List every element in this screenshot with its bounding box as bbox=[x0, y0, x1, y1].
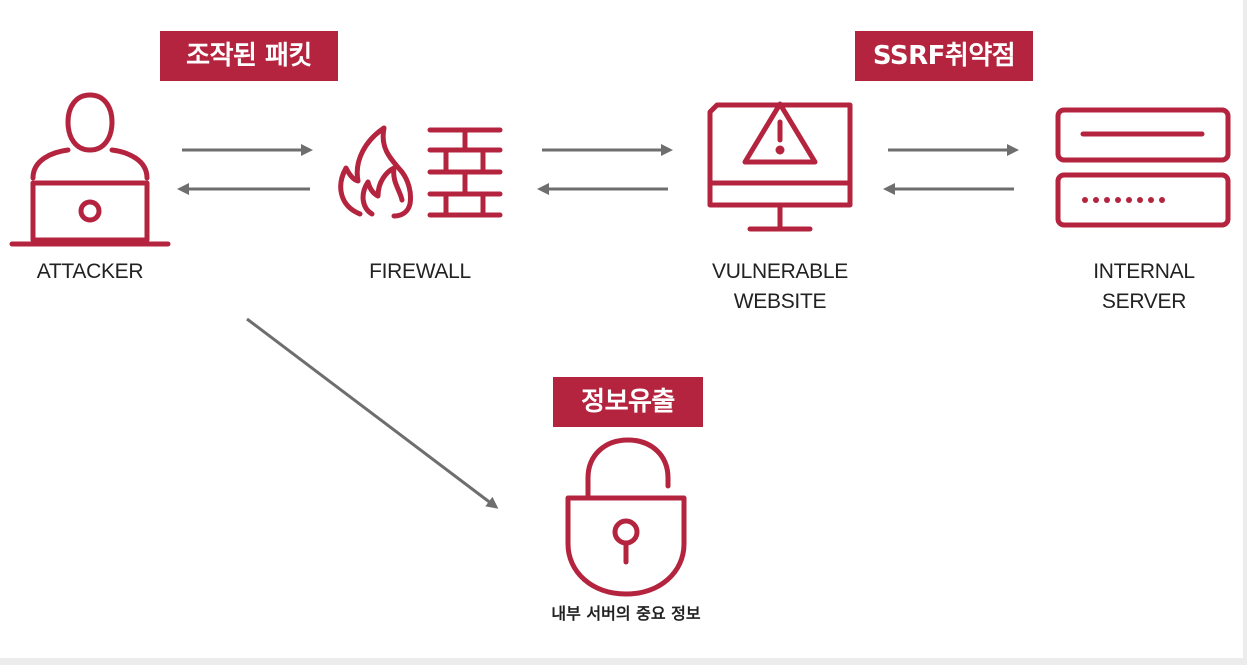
badge-data-leak: 정보유출 bbox=[553, 377, 703, 427]
arrow-attacker-to-data bbox=[246, 317, 499, 509]
warning-monitor-icon bbox=[707, 101, 853, 232]
label-vulnerable-website-line1: VULNERABLE bbox=[712, 260, 848, 283]
badge-ssrf-vulnerability: SSRF취약점 bbox=[855, 31, 1033, 81]
label-internal-server-line1: INTERNAL bbox=[1093, 260, 1195, 283]
server-icon bbox=[1055, 107, 1231, 228]
label-attacker: ATTACKER bbox=[36, 260, 144, 283]
lock-caption: 내부 서버의 중요 정보 bbox=[551, 604, 701, 623]
attacker-laptop-icon bbox=[9, 92, 171, 247]
badge-crafted-packet: 조작된 패킷 bbox=[160, 31, 338, 81]
unlocked-padlock-icon bbox=[565, 437, 687, 597]
label-firewall: FIREWALL bbox=[369, 260, 471, 283]
label-internal-server-line2: SERVER bbox=[1101, 290, 1187, 313]
label-vulnerable-website-line2: WEBSITE bbox=[733, 290, 827, 313]
firewall-flame-icon bbox=[338, 125, 503, 219]
